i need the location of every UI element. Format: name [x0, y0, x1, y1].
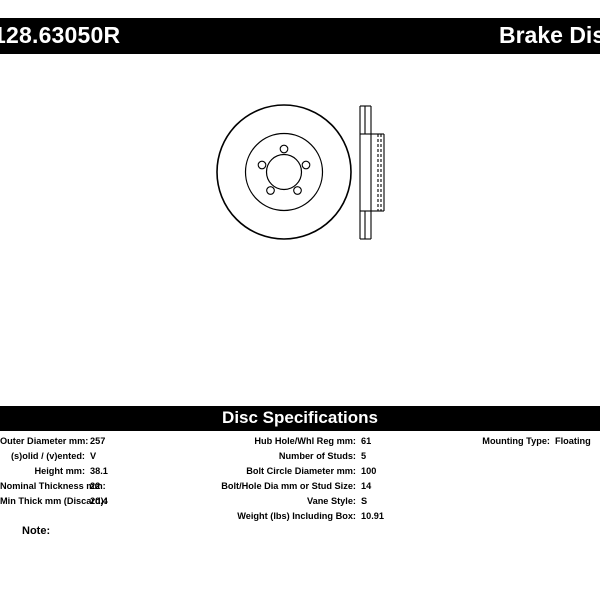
spec-row: Vane Style: S [150, 496, 367, 509]
spec-value: 5 [361, 451, 367, 461]
spec-value: 14 [361, 481, 372, 491]
spec-row: Nominal Thickness mm:22 [0, 481, 106, 494]
stud-hole [301, 160, 311, 170]
note-label: Note: [22, 525, 51, 537]
spec-row: Weight (lbs) Including Box: 10.91 [150, 511, 384, 524]
stud-hole [266, 186, 275, 195]
spec-row: Min Thick mm (Discard):20.4 [0, 496, 108, 509]
spec-value: 257 [90, 436, 106, 446]
spec-label: Min Thick mm (Discard): [0, 496, 107, 506]
spec-value: 100 [361, 466, 377, 476]
stud-holes [257, 144, 311, 195]
disc-side-view [359, 105, 385, 240]
stud-hole [293, 186, 302, 195]
spec-label: Vane Style: [306, 496, 356, 506]
stud-hole [279, 144, 289, 154]
spec-label: Bolt/Hole Dia mm or Stud Size: [221, 481, 356, 491]
title-bar: 128.63050R Brake Disc [0, 18, 600, 54]
spec-value: Floating [555, 436, 591, 446]
spec-label: Nominal Thickness mm: [0, 481, 106, 491]
spec-row: Hub Hole/Whl Reg mm: 61 [150, 436, 371, 449]
spec-value: 10.91 [361, 511, 384, 521]
spec-value: 22 [90, 481, 101, 491]
spec-row: Bolt/Hole Dia mm or Stud Size: 14 [150, 481, 371, 494]
hub-hole [265, 153, 303, 191]
product-type: Brake Disc [499, 22, 600, 48]
part-number: 128.63050R [0, 22, 121, 48]
spec-label: Height mm: [34, 466, 85, 476]
hat-section-ring [244, 132, 324, 212]
spec-row: Outer Diameter mm:257 [0, 436, 105, 449]
stud-hole [257, 160, 267, 170]
disc-front-view [216, 104, 352, 240]
spec-row: Bolt Circle Diameter mm: 100 [150, 466, 376, 479]
spec-value: 20.4 [90, 496, 108, 506]
spec-label: Outer Diameter mm: [0, 436, 89, 446]
spec-label: Hub Hole/Whl Reg mm: [254, 436, 356, 446]
disc-outer-edge [216, 104, 352, 240]
spec-row: Mounting Type: Floating [420, 436, 591, 449]
spec-value: 61 [361, 436, 372, 446]
spec-label: Number of Studs: [278, 451, 356, 461]
spec-label: Mounting Type: [482, 436, 550, 446]
spec-value: V [90, 451, 97, 461]
spec-value: S [361, 496, 368, 506]
spec-row: (s)olid / (v)ented: V [0, 451, 96, 464]
spec-label: Weight (lbs) Including Box: [237, 511, 356, 521]
spec-label: (s)olid / (v)ented: [10, 451, 85, 461]
spec-value: 38.1 [90, 466, 108, 476]
spec-row: Height mm: 38.1 [0, 466, 108, 479]
spec-title: Disc Specifications [222, 408, 378, 427]
spec-header-bar: Disc Specifications [0, 406, 600, 431]
spec-label: Bolt Circle Diameter mm: [246, 466, 356, 476]
spec-row: Number of Studs: 5 [150, 451, 366, 464]
